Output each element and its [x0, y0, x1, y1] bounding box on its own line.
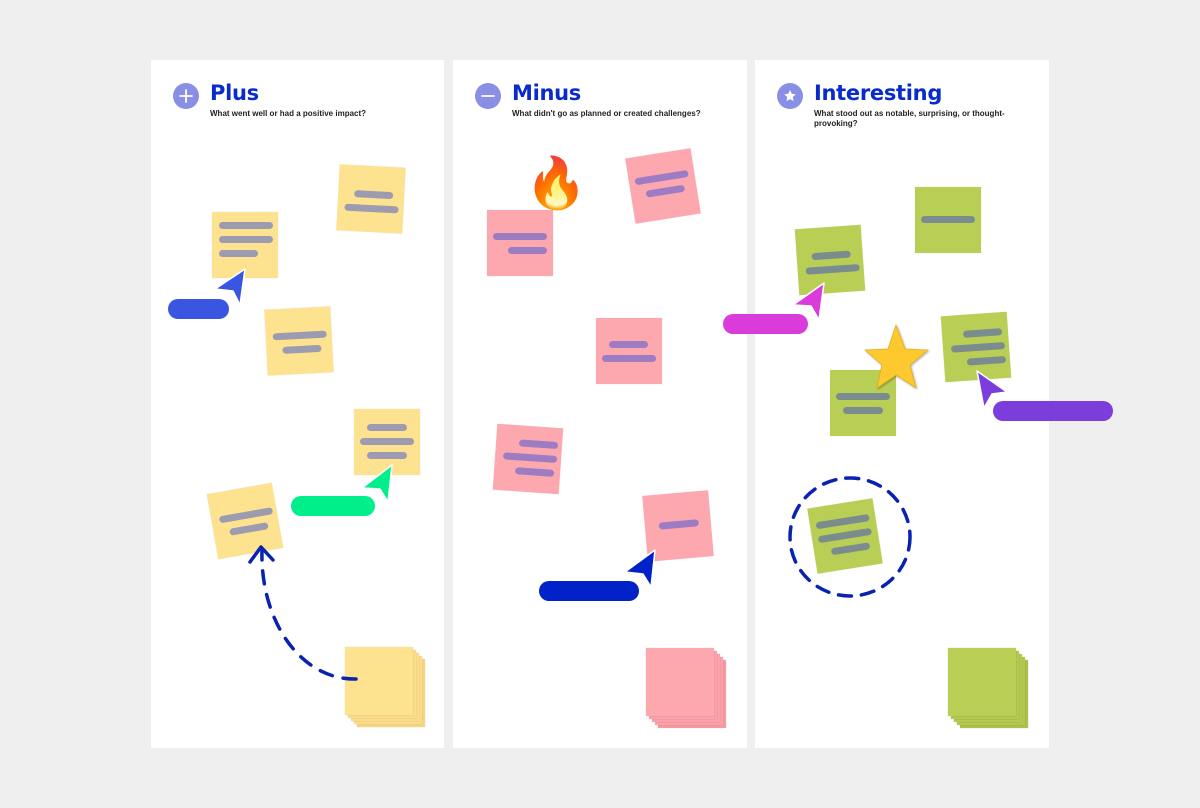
- note-text-line: [502, 452, 558, 464]
- collaborator-cursor-green: [291, 464, 393, 516]
- cursor-name-pill: [291, 496, 375, 516]
- note-text-line: [602, 355, 656, 362]
- sticky-note[interactable]: [940, 311, 1012, 383]
- collaborator-cursor-blue: [168, 268, 246, 319]
- note-text-line: [219, 250, 258, 257]
- collaborator-cursor-magenta: [723, 282, 825, 334]
- sticky-note[interactable]: [492, 423, 564, 495]
- cursor-arrow-icon: [361, 464, 393, 503]
- cursor-name-pill: [723, 314, 808, 334]
- sticky-note[interactable]: [336, 164, 406, 234]
- note-text-line: [367, 452, 407, 459]
- cursor-name-pill: [993, 401, 1113, 421]
- sticky-note[interactable]: [206, 482, 284, 560]
- stack-layer: [345, 647, 413, 715]
- sticky-note-stack[interactable]: [948, 648, 1028, 728]
- note-text-line: [367, 424, 407, 431]
- dashed-connector: [260, 548, 358, 681]
- sticky-note[interactable]: [625, 148, 701, 224]
- stack-layer: [646, 648, 714, 716]
- arrowhead-icon: [248, 545, 275, 564]
- minus-icon: [475, 83, 501, 109]
- plus-icon: [173, 83, 199, 109]
- note-text-line: [493, 233, 547, 240]
- note-text-line: [354, 190, 394, 200]
- note-text-line: [360, 438, 414, 445]
- note-text-line: [518, 439, 559, 450]
- cursor-arrow-icon: [624, 549, 656, 588]
- column-subtitle: What stood out as notable, surprising, o…: [814, 109, 1005, 128]
- sticky-note[interactable]: [915, 187, 981, 253]
- note-text-line: [514, 467, 555, 477]
- note-text-line: [843, 407, 883, 414]
- note-text-line: [219, 236, 273, 243]
- note-text-line: [634, 169, 689, 186]
- cursor-name-pill: [539, 581, 639, 601]
- note-text-line: [811, 250, 851, 261]
- note-text-line: [830, 542, 871, 556]
- column-title: Minus: [512, 81, 581, 105]
- column-title: Interesting: [814, 81, 943, 105]
- note-text-line: [219, 222, 273, 229]
- cursor-arrow-icon: [792, 282, 825, 321]
- stack-layer: [948, 648, 1016, 716]
- column-subtitle: What went well or had a positive impact?: [210, 109, 367, 118]
- note-text-line: [950, 341, 1006, 353]
- sticky-note[interactable]: [354, 409, 420, 475]
- note-text-line: [817, 527, 873, 544]
- note-text-line: [282, 344, 322, 354]
- star-icon: [777, 83, 803, 109]
- note-text-line: [645, 184, 686, 198]
- column-subtitle: What didn't go as planned or created cha…: [512, 109, 701, 118]
- note-text-line: [836, 393, 890, 400]
- sticky-note[interactable]: [807, 498, 883, 574]
- column-title: Plus: [210, 81, 259, 105]
- note-text-line: [609, 341, 648, 348]
- cursor-name-pill: [168, 299, 229, 319]
- sticky-note-stack[interactable]: [646, 648, 726, 728]
- note-text-line: [344, 203, 399, 214]
- note-text-line: [815, 513, 870, 530]
- note-text-line: [508, 247, 547, 254]
- cursor-arrow-icon: [214, 268, 246, 306]
- cursor-arrow-icon: [976, 370, 1008, 409]
- star-sticker-icon: [864, 324, 929, 389]
- fire-emoji: 🔥: [525, 155, 588, 211]
- sticky-note[interactable]: [264, 306, 334, 376]
- note-text-line: [218, 507, 274, 524]
- sticky-note-stack[interactable]: [345, 647, 425, 727]
- column-minus: Minus What didn't go as planned or creat…: [453, 60, 747, 748]
- sticky-note[interactable]: [794, 224, 866, 296]
- note-text-line: [272, 330, 327, 341]
- sticky-note[interactable]: [596, 318, 662, 384]
- note-text-line: [966, 355, 1007, 366]
- sticky-note[interactable]: [487, 210, 553, 276]
- note-text-line: [658, 519, 700, 530]
- collaborator-cursor-purple: [976, 370, 1113, 421]
- sticky-note[interactable]: [212, 212, 278, 278]
- note-text-line: [921, 216, 975, 223]
- dashed-highlight-circle: [788, 476, 912, 598]
- column-plus: Plus What went well or had a positive im…: [151, 60, 444, 748]
- note-text-line: [962, 328, 1003, 338]
- note-text-line: [805, 263, 860, 275]
- collaborator-cursor-navy: [539, 549, 656, 601]
- note-text-line: [229, 522, 269, 536]
